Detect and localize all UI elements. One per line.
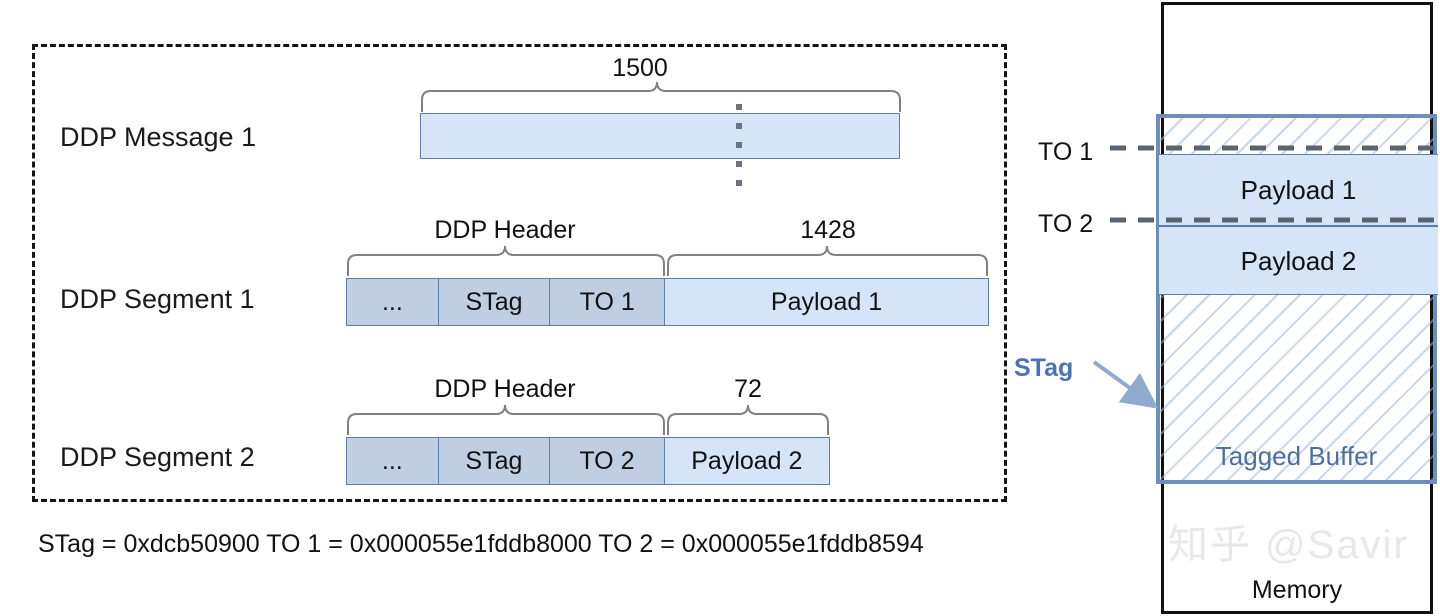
memory-label: Memory <box>1251 576 1343 604</box>
tagged-buffer-region: Payload 1 Payload 2 <box>1156 114 1438 484</box>
segment-2-cell-to: TO 2 <box>550 438 665 484</box>
memory-payload-1-band: Payload 1 <box>1159 154 1438 226</box>
segment-2-payload-size-label: 72 <box>734 375 762 403</box>
ddp-header-brace-label-1: DDP Header <box>434 216 576 244</box>
row-label-ddp-segment-2: DDP Segment 2 <box>60 442 255 472</box>
brace-segment-1-payload <box>667 245 988 276</box>
brace-message-1 <box>421 81 901 112</box>
segment-1-cell-payload: Payload 1 <box>665 279 988 325</box>
ddp-message-1-bar <box>420 113 900 159</box>
ddp-segment-1-bar: ... STag TO 1 Payload 1 <box>346 278 989 326</box>
stag-callout-label: STag <box>1014 354 1074 382</box>
ddp-header-brace-label-2: DDP Header <box>434 375 576 403</box>
message-continuation-dots <box>736 104 742 199</box>
ddp-segment-2-bar: ... STag TO 2 Payload 2 <box>346 437 830 485</box>
message-size-label: 1500 <box>612 54 668 82</box>
segment-2-cell-payload: Payload 2 <box>664 438 829 484</box>
segment-1-cell-stag: STag <box>438 279 551 325</box>
brace-segment-2-header <box>347 404 665 435</box>
watermark: 知乎 @Savir <box>1168 523 1409 567</box>
stag-to-footnote: STag = 0xdcb50900 TO 1 = 0x000055e1fddb8… <box>38 530 924 558</box>
segment-1-cell-to: TO 1 <box>550 279 666 325</box>
memory-payload-2-band: Payload 2 <box>1159 226 1438 295</box>
segment-2-cell-ellipsis: ... <box>347 438 439 484</box>
ddp-packet-panel <box>32 44 1007 502</box>
row-label-ddp-message-1: DDP Message 1 <box>60 122 257 152</box>
offset-label-to-2: TO 2 <box>1038 210 1094 238</box>
offset-dashed-line-to-1 <box>1110 145 1435 151</box>
row-label-ddp-segment-1: DDP Segment 1 <box>60 284 255 314</box>
segment-2-cell-stag: STag <box>438 438 551 484</box>
brace-segment-1-header <box>347 245 665 276</box>
stag-arrow-icon <box>1092 360 1159 409</box>
segment-1-cell-ellipsis: ... <box>347 279 439 325</box>
tagged-buffer-label: Tagged Buffer <box>1215 441 1378 471</box>
offset-dashed-line-to-2 <box>1110 217 1435 223</box>
segment-1-payload-size-label: 1428 <box>800 216 856 244</box>
offset-label-to-1: TO 1 <box>1038 138 1094 166</box>
brace-segment-2-payload <box>667 404 829 435</box>
